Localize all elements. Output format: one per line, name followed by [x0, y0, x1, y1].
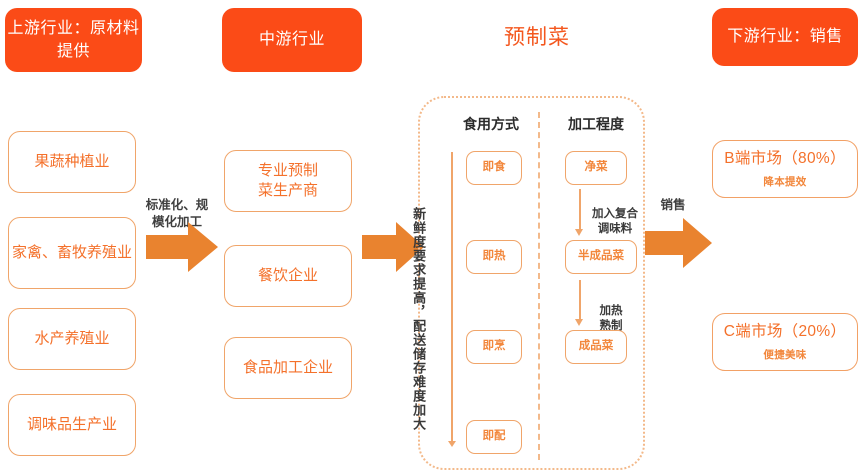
upstream-item-label: 调味品生产业 — [26, 415, 117, 433]
consumption-item-label: 即配 — [482, 430, 506, 443]
arrow-label-text: 销售 — [660, 197, 686, 212]
upstream-item-condiment[interactable]: 调味品生产业 — [8, 394, 136, 456]
section-title-text: 预制菜 — [504, 26, 570, 49]
midstream-item-catering[interactable]: 餐饮企业 — [224, 245, 352, 307]
arrow-label-sales: 销售 — [650, 180, 696, 214]
header-upstream-label: 上游行业：原材料提供 — [7, 19, 140, 60]
market-subtitle: 便捷美味 — [763, 348, 807, 361]
arrow-prepared-to-downstream — [645, 218, 713, 268]
processing-step-text: 加入复合 调味料 — [592, 207, 638, 235]
column-header-processing-degree: 加工程度 — [556, 114, 636, 134]
upstream-item-aquaculture[interactable]: 水产养殖业 — [8, 308, 136, 370]
processing-step-text: 加热 熟制 — [599, 304, 623, 332]
freshness-note-vertical: 新鲜度要求提高，配送储存难度加大 — [411, 143, 442, 455]
section-title-prepared-dishes: 预制菜 — [462, 14, 612, 58]
consumption-item-label: 即烹 — [482, 340, 506, 353]
processing-step-arrow-1 — [575, 189, 585, 237]
processing-item-label: 净菜 — [584, 161, 608, 174]
header-midstream: 中游行业 — [222, 8, 362, 72]
header-upstream: 上游行业：原材料提供 — [5, 8, 142, 72]
consumption-item-ready-to-eat[interactable]: 即食 — [466, 151, 522, 185]
column-header-text: 食用方式 — [463, 116, 519, 132]
upstream-item-poultry-livestock[interactable]: 家禽、畜牧养殖业 — [8, 217, 136, 289]
processing-item-finished-dish[interactable]: 成品菜 — [565, 330, 627, 364]
upstream-item-fruit-vegetable[interactable]: 果蔬种植业 — [8, 131, 136, 193]
market-title: B端市场（80%） — [724, 149, 846, 167]
upstream-item-label: 果蔬种植业 — [34, 152, 110, 170]
consumption-item-label: 即热 — [482, 250, 506, 263]
midstream-item-prepared-dish-maker[interactable]: 专业预制 菜生产商 — [224, 150, 352, 212]
consumption-item-ready-to-heat[interactable]: 即热 — [466, 240, 522, 274]
midstream-item-food-processing[interactable]: 食品加工企业 — [224, 337, 352, 399]
market-title: C端市场（20%） — [723, 322, 847, 340]
upstream-item-label: 水产养殖业 — [34, 329, 110, 347]
prepared-dishes-panel — [418, 96, 645, 470]
processing-step-label-add-seasoning: 加入复合 调味料 — [586, 192, 644, 237]
midstream-item-label: 专业预制 菜生产商 — [257, 161, 318, 199]
processing-item-label: 半成品菜 — [578, 250, 624, 263]
downstream-item-c-end-market[interactable]: C端市场（20%） 便捷美味 — [712, 313, 858, 371]
header-downstream-label: 下游行业：销售 — [727, 28, 843, 46]
market-subtitle: 降本提效 — [763, 175, 807, 188]
freshness-direction-arrow — [447, 152, 457, 450]
upstream-item-label: 家禽、畜牧养殖业 — [11, 243, 132, 261]
header-downstream: 下游行业：销售 — [712, 8, 858, 66]
consumption-item-ready-to-cook[interactable]: 即烹 — [466, 330, 522, 364]
consumption-item-label: 即食 — [482, 161, 506, 174]
downstream-item-b-end-market[interactable]: B端市场（80%） 降本提效 — [712, 140, 858, 198]
processing-step-label-heat-cook: 加热 熟制 — [588, 289, 634, 334]
processing-step-arrow-2 — [575, 280, 585, 328]
processing-item-semi-finished[interactable]: 半成品菜 — [565, 240, 637, 274]
consumption-item-ready-to-prep[interactable]: 即配 — [466, 420, 522, 454]
arrow-upstream-to-midstream — [146, 222, 218, 272]
freshness-note-text: 新鲜度要求提高，配送储存难度加大 — [411, 207, 427, 431]
midstream-item-label: 食品加工企业 — [242, 358, 333, 376]
header-midstream-label: 中游行业 — [258, 31, 325, 49]
panel-column-divider — [538, 112, 540, 460]
processing-item-label: 成品菜 — [578, 340, 614, 353]
column-header-consumption-mode: 食用方式 — [452, 114, 530, 134]
processing-item-clean-vegetables[interactable]: 净菜 — [565, 151, 627, 185]
column-header-text: 加工程度 — [568, 116, 624, 132]
midstream-item-label: 餐饮企业 — [257, 266, 318, 284]
